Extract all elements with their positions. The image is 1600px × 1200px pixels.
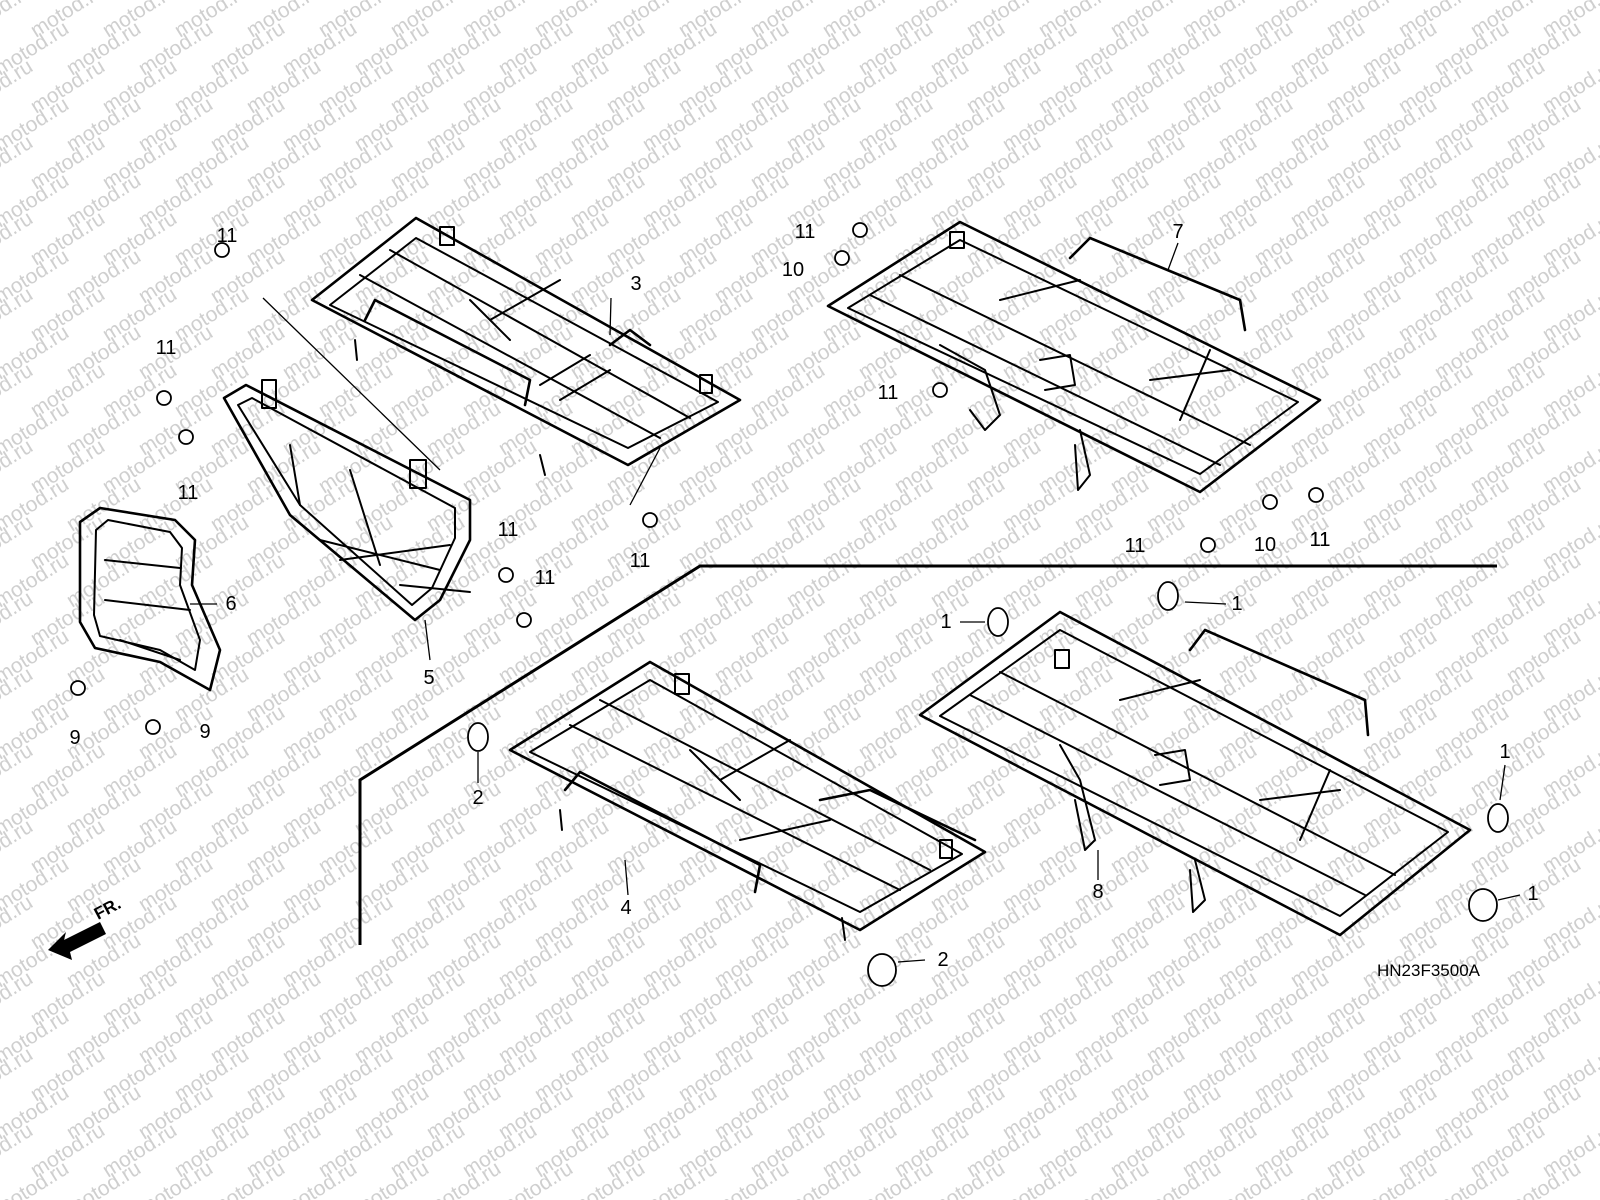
callout-11: 11 <box>795 221 816 243</box>
callout-8: 8 <box>1092 881 1103 903</box>
callout-11: 11 <box>1310 529 1331 551</box>
callout-11: 11 <box>178 482 199 504</box>
callout-1: 1 <box>940 611 951 633</box>
callout-6: 6 <box>225 593 236 615</box>
callout-11: 11 <box>498 519 519 541</box>
diagram-code: HN23F3500A <box>1377 961 1481 980</box>
callout-10: 10 <box>1254 534 1276 556</box>
callout-11: 11 <box>535 567 556 589</box>
callout-9: 9 <box>199 721 210 743</box>
callout-11: 11 <box>878 382 899 404</box>
callout-4: 4 <box>620 897 631 919</box>
callout-1: 1 <box>1231 593 1242 615</box>
callout-5: 5 <box>423 667 434 689</box>
callout-9: 9 <box>69 727 80 749</box>
callout-1: 1 <box>1527 883 1538 905</box>
callout-3: 3 <box>630 273 641 295</box>
callout-11: 11 <box>217 225 238 247</box>
callout-11: 11 <box>156 337 177 359</box>
callout-1: 1 <box>1499 741 1510 763</box>
callout-10: 10 <box>782 259 804 281</box>
callout-7: 7 <box>1172 221 1183 243</box>
callout-11: 11 <box>1125 535 1146 557</box>
callout-11: 11 <box>630 550 651 572</box>
callout-2: 2 <box>937 949 948 971</box>
callout-2: 2 <box>472 787 483 809</box>
